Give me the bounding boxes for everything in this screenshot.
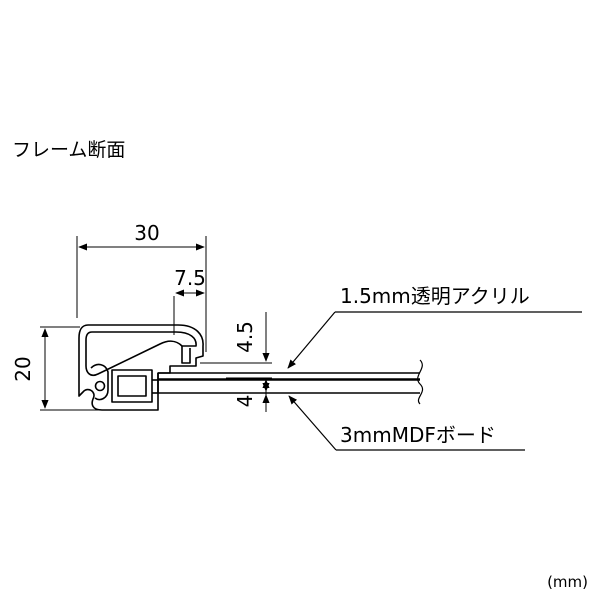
acrylic-leader — [287, 311, 336, 369]
dimension-label-4: 4 — [233, 395, 257, 408]
dimension-lines — [41, 243, 270, 412]
dimension-label-30: 30 — [134, 221, 159, 245]
dimension-label-4-5: 4.5 — [233, 321, 257, 353]
dimension-label-20: 20 — [11, 356, 35, 381]
panel-layers — [157, 359, 424, 405]
page-title: フレーム断面 — [12, 139, 126, 161]
frame-channel — [111, 369, 153, 403]
leader-lines — [287, 311, 582, 451]
frame-profile — [78, 324, 204, 411]
mdf-leader — [288, 395, 337, 451]
unit-label: (mm) — [547, 573, 588, 591]
dimension-label-7-5: 7.5 — [174, 266, 206, 290]
frame-outer-contour — [78, 324, 204, 411]
break-line — [417, 359, 424, 405]
acrylic-callout-label: 1.5mm透明アクリル — [340, 284, 530, 308]
mdf-callout-label: 3mmMDFボード — [340, 423, 496, 447]
frame-inner-cavity — [85, 331, 197, 377]
